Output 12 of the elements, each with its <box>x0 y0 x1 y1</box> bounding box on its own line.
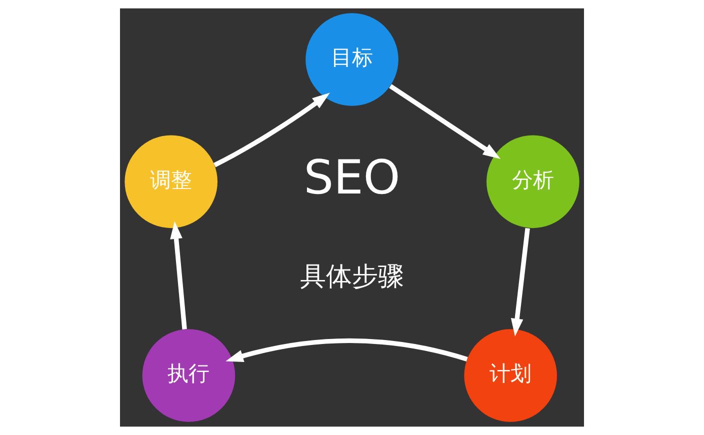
arrow <box>226 338 468 362</box>
node-circle: 调整 <box>124 135 218 228</box>
arrow <box>510 228 530 336</box>
label: SEO <box>304 150 400 206</box>
node-circle: 执行 <box>142 329 236 422</box>
arrow <box>214 92 330 168</box>
arrow <box>170 221 187 330</box>
arrow <box>389 84 501 160</box>
node-circle: 目标 <box>306 13 398 106</box>
node-circle: 计划 <box>464 329 557 422</box>
label: 具体步骤 <box>300 262 404 292</box>
node-circle: 分析 <box>486 135 580 228</box>
